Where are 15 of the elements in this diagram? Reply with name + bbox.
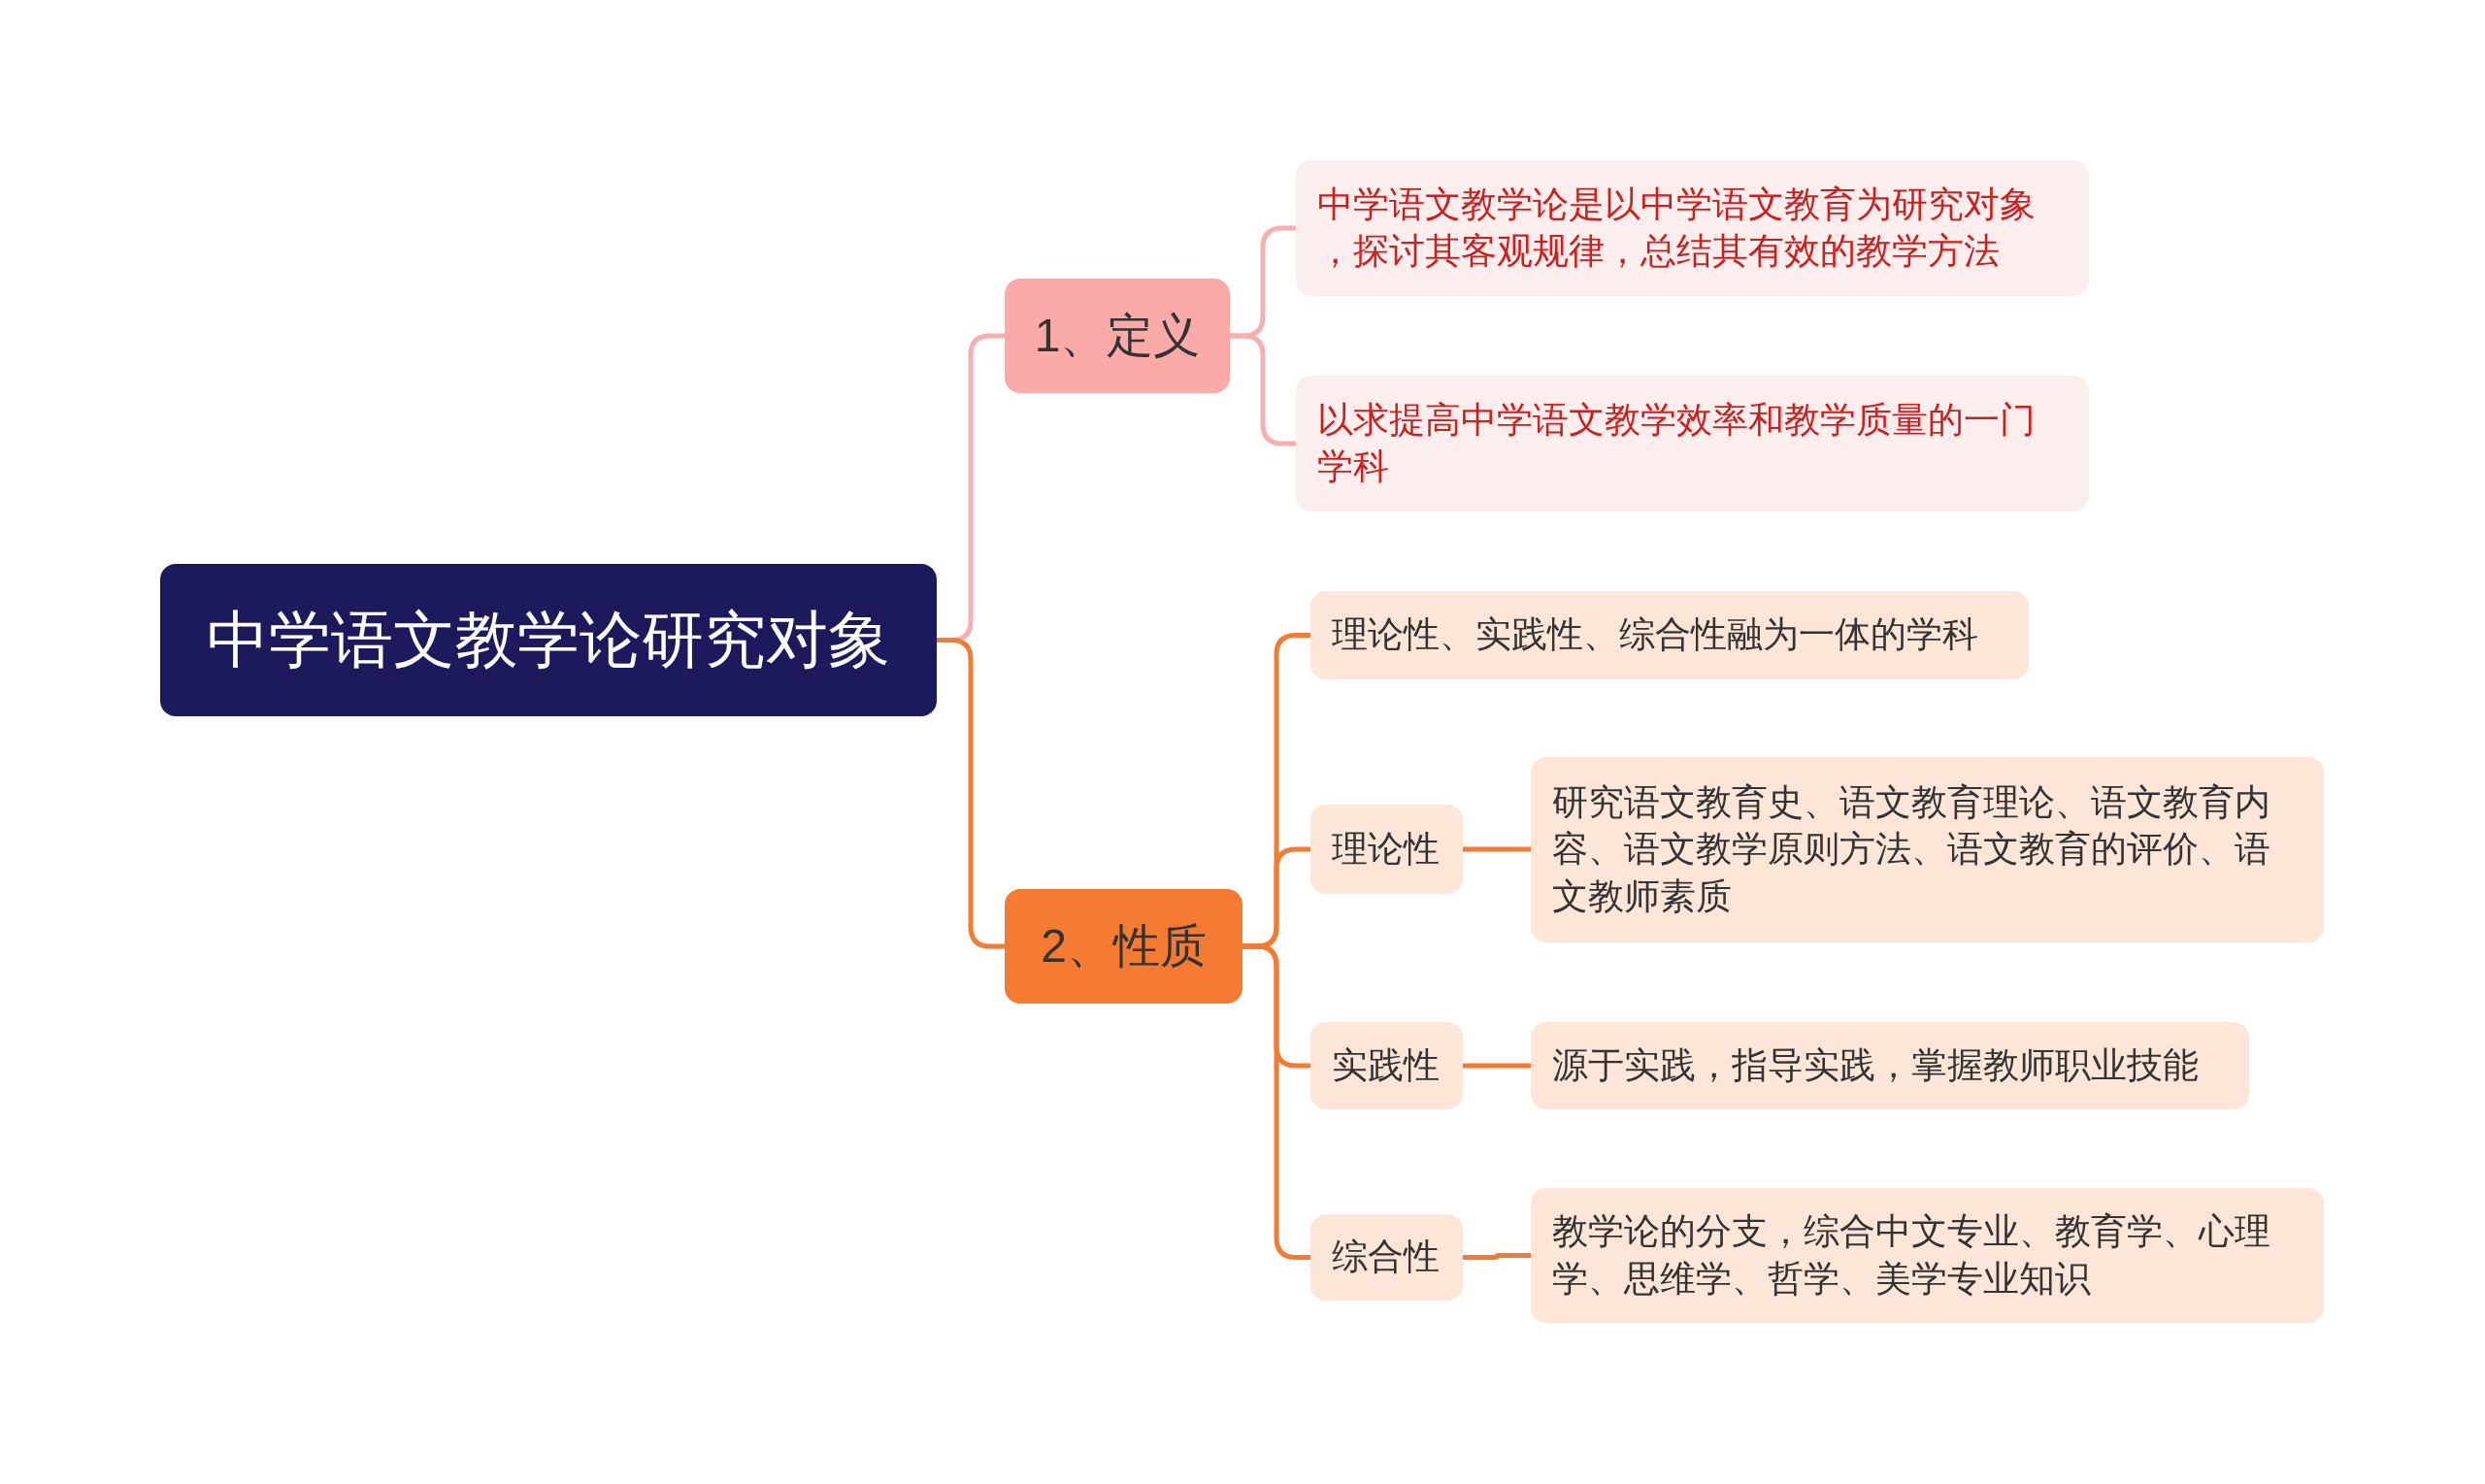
branch-topic: 2、性质 xyxy=(1005,889,1242,1004)
subtopic: 理论性、实践性、综合性融为一体的学科 xyxy=(1310,591,2029,679)
subtopic: 教学论的分支，综合中文专业、教育学、心理学、思维学、哲学、美学专业知识 xyxy=(1531,1188,2324,1323)
subtopic: 源于实践，指导实践，掌握教师职业技能 xyxy=(1531,1022,2249,1109)
central-topic: 中学语文教学论研究对象 xyxy=(160,564,937,716)
subtopic: 研究语文教育史、语文教育理论、语文教育内容、语文教学原则方法、语文教育的评价、语文教师素质 xyxy=(1531,757,2324,942)
subtopic: 中学语文教学论是以中学语文教育为研究对象，探讨其客观规律，总结其有效的教学方法 xyxy=(1296,160,2089,296)
subtopic: 理论性 xyxy=(1310,805,1463,894)
subtopic: 实践性 xyxy=(1310,1022,1463,1109)
connector-line xyxy=(1463,1253,1531,1260)
branch-topic: 1、定义 xyxy=(1005,279,1230,393)
subtopic: 综合性 xyxy=(1310,1214,1463,1301)
connector-line xyxy=(1463,846,1531,852)
connector-line xyxy=(1463,1063,1531,1069)
subtopic: 以求提高中学语文教学效率和教学质量的一门学科 xyxy=(1296,376,2089,511)
